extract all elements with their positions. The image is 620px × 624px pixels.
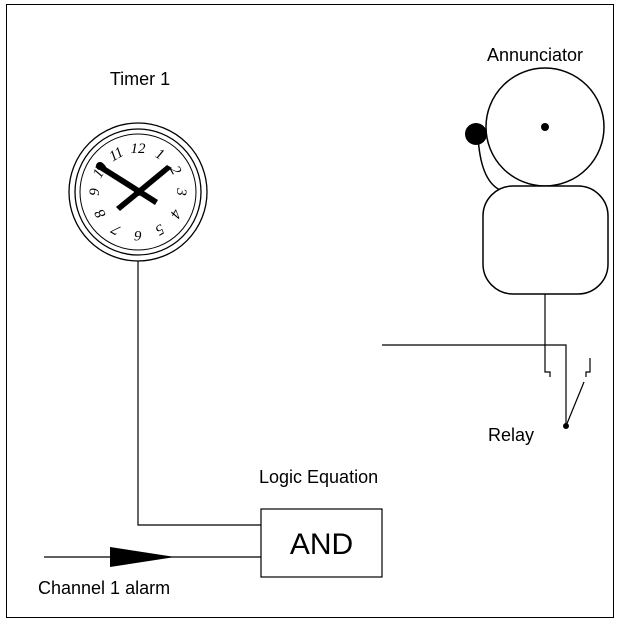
relay-wire-left [544, 294, 551, 377]
bell-icon [465, 67, 609, 295]
and-gate-box [260, 508, 383, 578]
relay-label: Relay [488, 425, 534, 445]
clock-icon: 121234567891011 [68, 122, 208, 262]
diagram-border [6, 4, 614, 618]
clock-numeral: 6 [134, 227, 142, 243]
relay-switch-icon [382, 294, 591, 429]
clock-numeral: 9 [87, 188, 103, 196]
clock-numeral: 12 [131, 141, 147, 157]
clock-numeral: 3 [173, 187, 189, 196]
relay-wire-down [382, 344, 567, 426]
clock-numeral: 11 [106, 144, 126, 165]
bell-hammer [465, 123, 487, 145]
relay-wire-right [585, 358, 591, 377]
logic-equation-label: Logic Equation [259, 467, 378, 487]
bell-base [482, 185, 609, 295]
relay-contact-arm [565, 381, 585, 427]
annunciator-label: Annunciator [487, 45, 583, 65]
clock-hour-hand [95, 164, 158, 205]
and-gate-label: AND [290, 528, 353, 561]
clock-minute-hand [116, 165, 172, 211]
timer-label: Timer 1 [110, 69, 170, 89]
timer-wire [137, 261, 261, 526]
channel-input-label: Channel 1 alarm [38, 578, 170, 598]
arrow-icon [110, 547, 175, 567]
